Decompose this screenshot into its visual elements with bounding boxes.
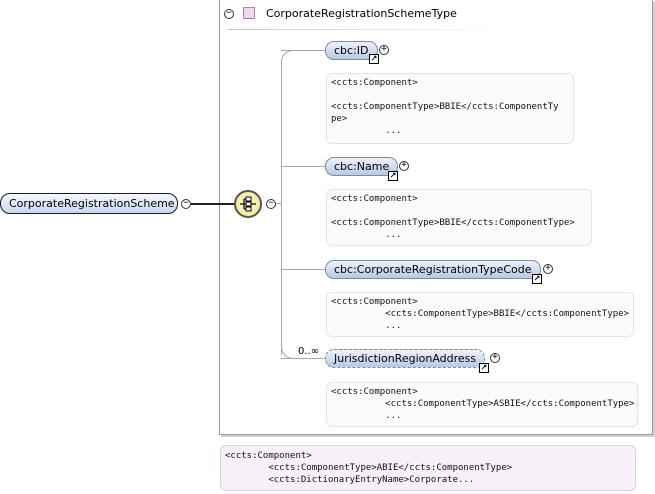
root-element[interactable]: CorporateRegistrationScheme	[0, 193, 178, 214]
tree-branch-typecode	[281, 269, 325, 270]
sequence-compositor[interactable]	[234, 190, 262, 218]
sequence-collapse-button[interactable]: −	[266, 199, 276, 209]
tree-vertical-line	[281, 60, 282, 355]
child-typecode-expand-button[interactable]: +	[543, 264, 553, 274]
type-collapse-button[interactable]: −	[224, 9, 234, 19]
child-name-annotation: <ccts:Component> <ccts:ComponentType>BBI…	[326, 189, 592, 246]
tree-branch-address	[281, 358, 325, 359]
child-id-annotation: <ccts:Component> <ccts:ComponentType>BBI…	[326, 73, 574, 144]
root-to-sequence-connector	[191, 203, 235, 205]
child-element-address[interactable]: JurisdictionRegionAddress	[325, 349, 486, 368]
tree-branch-id	[281, 50, 325, 51]
reference-arrow-icon: ↗	[388, 171, 398, 181]
child-typecode-annotation: <ccts:Component> <ccts:ComponentType>BBI…	[326, 292, 634, 337]
sequence-icon	[240, 196, 256, 212]
child-name-expand-button[interactable]: +	[399, 161, 409, 171]
child-address-expand-button[interactable]: +	[490, 353, 500, 363]
child-element-id[interactable]: cbc:ID	[325, 41, 378, 60]
child-element-typecode[interactable]: cbc:CorporateRegistrationTypeCode	[325, 260, 541, 279]
tree-branch-name	[281, 166, 325, 167]
tree-top-curve	[281, 50, 296, 65]
occurrence-label: 0..∞	[298, 346, 320, 357]
child-id-expand-button[interactable]: +	[379, 45, 389, 55]
sequence-to-tree-connector	[276, 203, 282, 204]
reference-arrow-icon: ↗	[479, 363, 489, 373]
reference-arrow-icon: ↗	[369, 54, 379, 64]
root-collapse-button[interactable]: −	[181, 199, 191, 209]
complex-type-icon	[243, 7, 255, 19]
child-address-annotation: <ccts:Component> <ccts:ComponentType>ASB…	[326, 382, 638, 427]
type-annotation: <ccts:Component> <ccts:ComponentType>ABI…	[220, 445, 636, 491]
complex-type-name: CorporateRegistrationSchemeType	[266, 7, 457, 20]
reference-arrow-icon: ↗	[532, 274, 542, 284]
type-header-divider	[227, 29, 507, 30]
child-element-name[interactable]: cbc:Name	[325, 157, 399, 176]
